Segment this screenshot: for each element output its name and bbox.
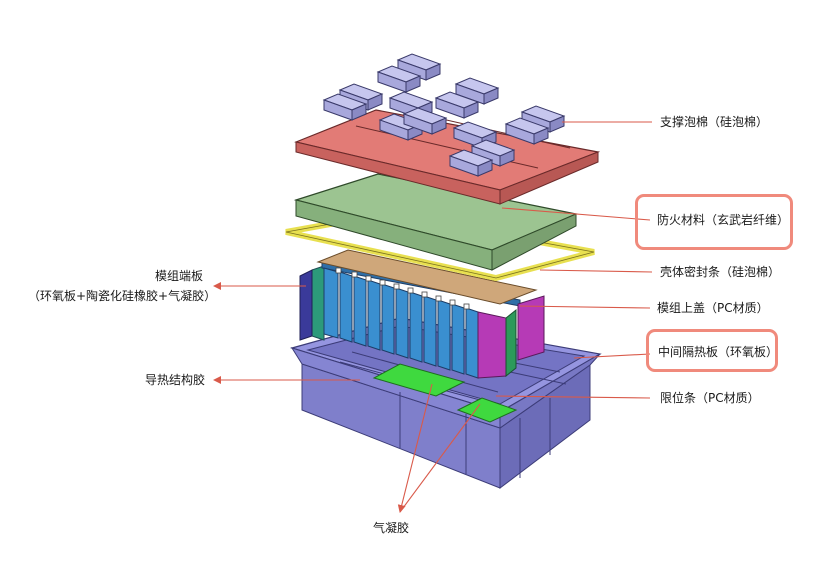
label-support-foam: 支撑泡棉（硅泡棉） [660, 115, 769, 129]
thermal-glue-pads [372, 363, 518, 423]
label-module-end-plate-title: 模组端板 [154, 269, 203, 283]
support-foam-blocks [322, 53, 566, 177]
middle-insulation-highlight-box [646, 329, 778, 372]
battery-module [299, 249, 545, 379]
leader-lines [213, 121, 653, 513]
label-module-top-cover: 模组上盖（PC材质） [657, 301, 769, 315]
label-aerogel: 气凝胶 [373, 521, 410, 535]
label-fireproof-material: 防火材料（玄武岩纤维） [657, 213, 790, 227]
label-middle-insulation: 中间隔热板（环氧板） [658, 345, 779, 359]
label-thermal-glue: 导热结构胶 [145, 373, 206, 387]
label-limit-strip: 限位条（PC材质） [660, 391, 760, 405]
label-module-end-plate-desc: （环氧板+陶瓷化硅橡胶+气凝胶） [28, 289, 217, 303]
fireproof-sheet [293, 173, 579, 271]
label-housing-seal: 壳体密封条（硅泡棉） [660, 265, 781, 279]
fireproof-highlight-box [635, 194, 793, 250]
